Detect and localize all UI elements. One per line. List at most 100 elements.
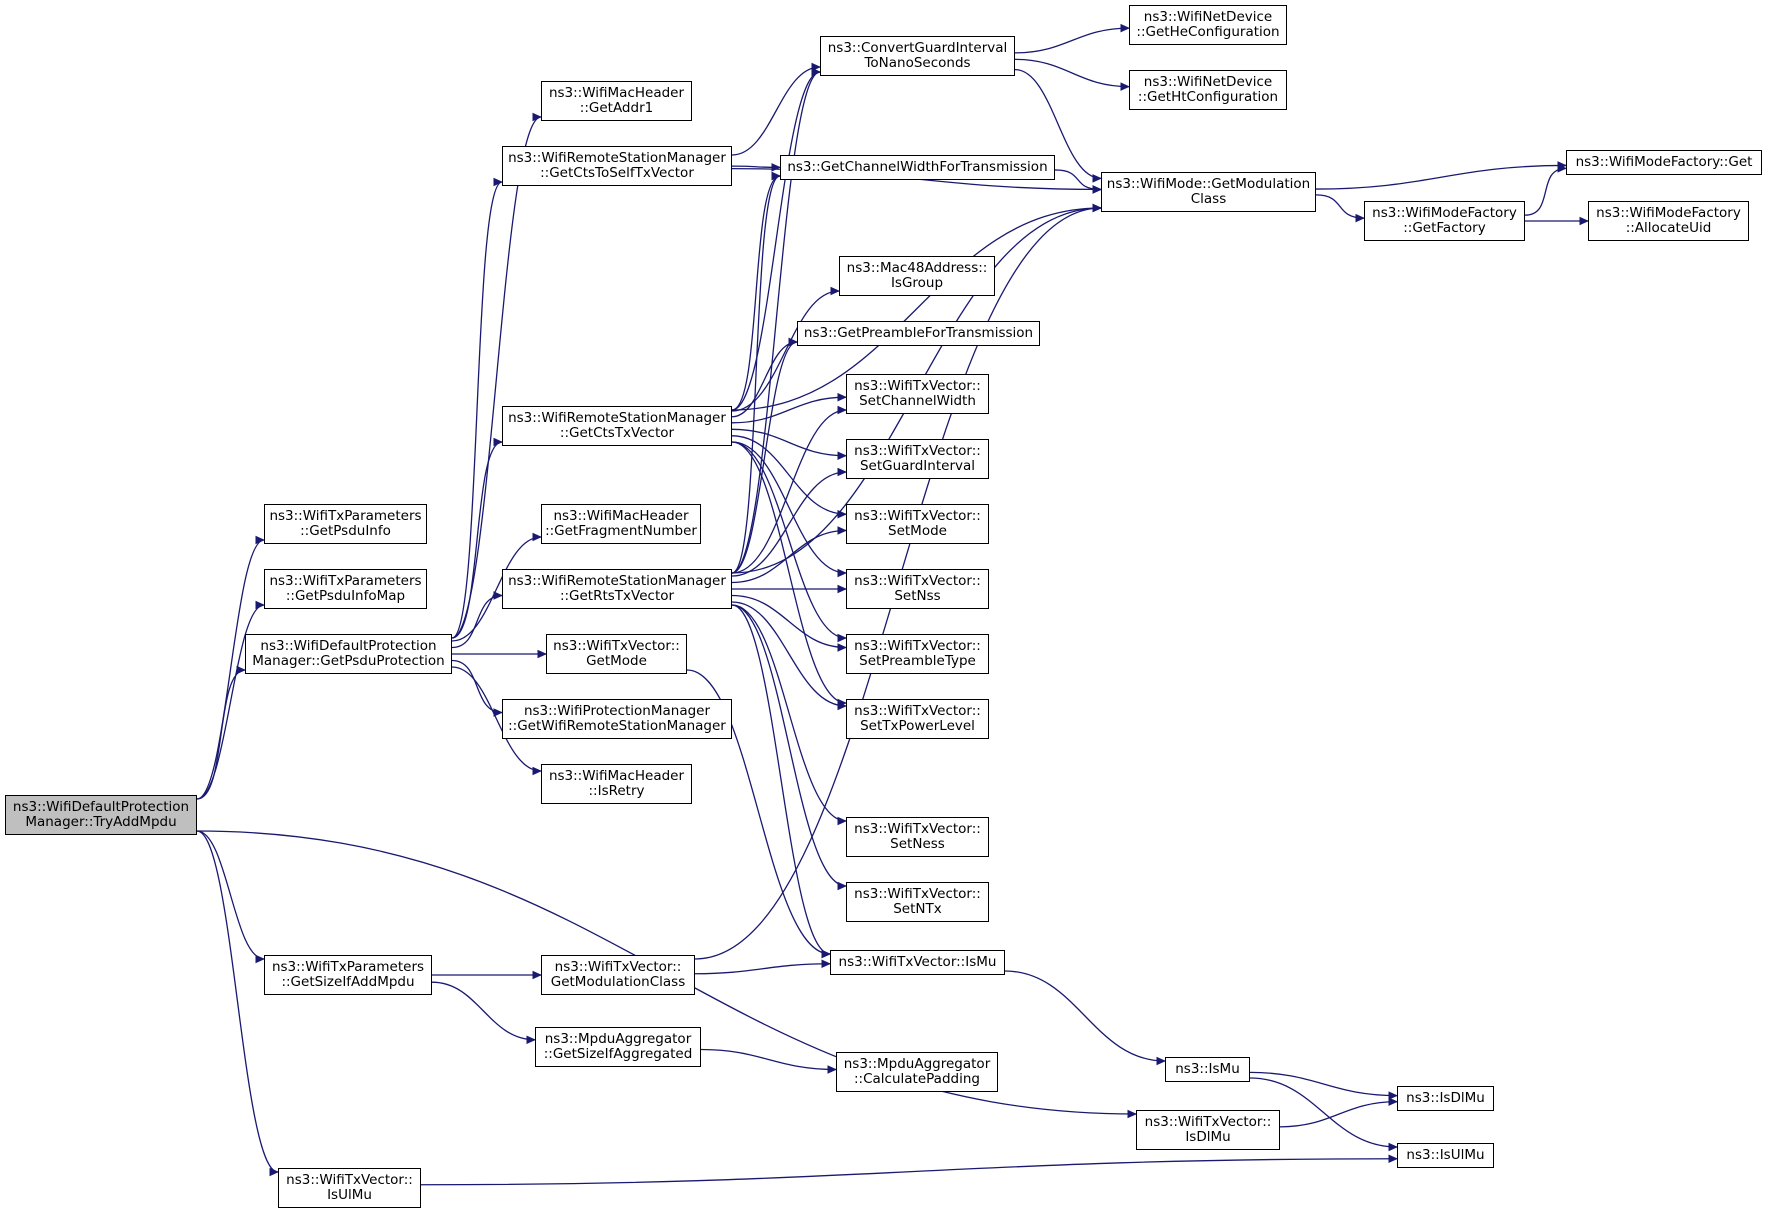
node-label-line: SetNess: [890, 836, 945, 852]
edge-getpsduprotection-to-isretry: [451, 666, 541, 771]
node-getsizeifaddmpdu[interactable]: ns3::WifiTxParameters::GetSizeIfAddMpdu: [264, 955, 432, 995]
node-isdlmu[interactable]: ns3::IsDlMu: [1397, 1086, 1494, 1111]
node-ismu[interactable]: ns3::IsMu: [1165, 1057, 1250, 1082]
edge-getchwidth-to-getmodclass_mode: [1054, 169, 1101, 190]
node-txv_ismu[interactable]: ns3::WifiTxVector::IsMu: [830, 950, 1005, 975]
node-setgi[interactable]: ns3::WifiTxVector::SetGuardInterval: [846, 439, 989, 479]
node-txv_isulmu[interactable]: ns3::WifiTxVector::IsUlMu: [278, 1168, 421, 1208]
edge-getctstx-to-setchwidth: [731, 397, 846, 424]
node-setchwidth[interactable]: ns3::WifiTxVector::SetChannelWidth: [846, 374, 989, 414]
node-label-line: SetMode: [888, 523, 947, 539]
node-label-line: ns3::WifiTxVector::: [1144, 1114, 1272, 1130]
node-setness[interactable]: ns3::WifiTxVector::SetNess: [846, 817, 989, 857]
edge-getctstx-to-isgroup: [731, 291, 839, 412]
node-label-line: ::GetFactory: [1403, 220, 1486, 236]
edge-getrtstx-to-getchwidth: [731, 176, 780, 574]
node-getpreamble[interactable]: ns3::GetPreambleForTransmission: [797, 321, 1040, 346]
edge-getpsduprotection-to-getctstx: [451, 442, 502, 639]
node-isgroup[interactable]: ns3::Mac48Address::IsGroup: [839, 256, 995, 296]
node-calcpadding[interactable]: ns3::MpduAggregator::CalculatePadding: [836, 1052, 998, 1092]
edge-txv_ismu-to-ismu: [1004, 970, 1165, 1061]
node-label-line: ns3::WifiTxVector::: [854, 573, 981, 589]
node-label-line: ::GetHeConfiguration: [1136, 24, 1280, 40]
node-isulmu[interactable]: ns3::IsUlMu: [1397, 1143, 1494, 1168]
node-isretry[interactable]: ns3::WifiMacHeader::IsRetry: [541, 764, 692, 804]
node-label-line: ns3::WifiDefaultProtection: [260, 638, 437, 654]
node-label-line: ns3::WifiRemoteStationManager: [508, 150, 726, 166]
node-getfactory[interactable]: ns3::WifiModeFactory::GetFactory: [1364, 201, 1525, 241]
node-getctstoself[interactable]: ns3::WifiRemoteStationManager::GetCtsToS…: [502, 146, 732, 186]
edge-getctstx-to-setnss: [731, 441, 846, 573]
edge-convertgi-to-gethtconf: [1014, 58, 1129, 86]
node-settxpower[interactable]: ns3::WifiTxVector::SetTxPowerLevel: [846, 699, 989, 739]
node-label-line: SetTxPowerLevel: [860, 718, 975, 734]
node-label-line: ns3::WifiTxVector::: [553, 638, 680, 654]
node-label-line: SetNTx: [893, 901, 942, 917]
node-label-line: ns3::WifiMacHeader: [553, 508, 689, 524]
node-label-line: ns3::WifiRemoteStationManager: [508, 573, 726, 589]
edge-getctstx-to-settxpower: [731, 441, 846, 703]
edge-txv_isdlmu-to-isdlmu: [1279, 1102, 1397, 1128]
node-label-line: SetGuardInterval: [859, 458, 976, 474]
edge-root-to-getpsduprotection: [196, 670, 245, 800]
node-getheconf[interactable]: ns3::WifiNetDevice::GetHeConfiguration: [1129, 5, 1287, 45]
node-setpreamble[interactable]: ns3::WifiTxVector::SetPreambleType: [846, 634, 989, 674]
node-getchwidth[interactable]: ns3::GetChannelWidthForTransmission: [780, 155, 1055, 180]
node-getaddr1[interactable]: ns3::WifiMacHeader::GetAddr1: [541, 81, 692, 121]
node-allocateuid[interactable]: ns3::WifiModeFactory::AllocateUid: [1588, 201, 1749, 241]
edge-getrtstx-to-setntx: [731, 604, 846, 886]
node-setnss[interactable]: ns3::WifiTxVector::SetNss: [846, 569, 989, 609]
edge-root-to-txv_isulmu: [196, 830, 278, 1172]
edge-getctstoself-to-getchwidth: [731, 166, 780, 167]
node-label-line: ns3::WifiTxVector::IsMu: [838, 954, 997, 970]
edge-getctstx-to-convertgi: [731, 72, 820, 411]
edge-getctstoself-to-convertgi: [731, 67, 820, 156]
node-label-line: SetChannelWidth: [859, 393, 976, 409]
node-getrtstx[interactable]: ns3::WifiRemoteStationManager::GetRtsTxV…: [502, 569, 732, 609]
node-getwrsm[interactable]: ns3::WifiProtectionManager::GetWifiRemot…: [502, 699, 732, 739]
node-label-line: ns3::WifiTxVector::: [854, 378, 981, 394]
node-label-line: ns3::MpduAggregator: [544, 1031, 692, 1047]
node-label-line: ::GetAddr1: [579, 100, 654, 116]
node-label-line: ns3::GetPreambleForTransmission: [803, 325, 1034, 341]
edge-convertgi-to-getheconf: [1014, 28, 1129, 54]
node-getmodclass_txv[interactable]: ns3::WifiTxVector::GetModulationClass: [541, 955, 695, 995]
node-getfragnum[interactable]: ns3::WifiMacHeader::GetFragmentNumber: [541, 504, 701, 544]
node-label-line: ns3::ConvertGuardInterval: [827, 40, 1008, 56]
node-getpsduinfomap[interactable]: ns3::WifiTxParameters::GetPsduInfoMap: [264, 569, 427, 609]
node-getmode[interactable]: ns3::WifiTxVector::GetMode: [546, 634, 687, 674]
node-txv_isdlmu[interactable]: ns3::WifiTxVector::IsDlMu: [1136, 1110, 1280, 1150]
node-label-line: ::GetSizeIfAddMpdu: [281, 974, 415, 990]
node-getctstx[interactable]: ns3::WifiRemoteStationManager::GetCtsTxV…: [502, 406, 732, 446]
node-gethtconf[interactable]: ns3::WifiNetDevice::GetHtConfiguration: [1129, 70, 1287, 110]
node-label-line: Manager::GetPsduProtection: [252, 653, 445, 669]
edge-getrtstx-to-setness: [731, 604, 846, 821]
node-label-line: ns3::WifiTxVector::: [854, 886, 981, 902]
node-label-line: ::GetPsduInfoMap: [285, 588, 406, 604]
node-label-line: ::GetHtConfiguration: [1137, 89, 1279, 105]
node-label-line: ns3::WifiMacHeader: [548, 768, 685, 784]
edge-getfactory-to-factoryget: [1524, 168, 1566, 216]
node-label-line: ::IsRetry: [588, 783, 645, 799]
edge-getrtstx-to-convertgi: [731, 72, 820, 574]
node-label-line: ns3::WifiTxVector::: [854, 821, 981, 837]
node-label-line: ::GetWifiRemoteStationManager: [508, 718, 726, 734]
node-label-line: ns3::WifiTxVector::: [854, 443, 981, 459]
node-getpsduinfo[interactable]: ns3::WifiTxParameters::GetPsduInfo: [264, 504, 427, 544]
node-label-line: ::GetCtsTxVector: [559, 425, 675, 441]
node-setntx[interactable]: ns3::WifiTxVector::SetNTx: [846, 882, 989, 922]
node-label-line: ::CalculatePadding: [854, 1071, 980, 1087]
edge-getpsduprotection-to-getwrsm: [451, 659, 502, 713]
edge-getpsduprotection-to-getrtstx: [451, 596, 502, 649]
node-setmode[interactable]: ns3::WifiTxVector::SetMode: [846, 504, 989, 544]
node-label-line: IsDlMu: [1185, 1129, 1231, 1145]
node-factoryget[interactable]: ns3::WifiModeFactory::Get: [1566, 150, 1762, 175]
edge-getmodclass_mode-to-getfactory: [1315, 194, 1364, 218]
edge-getmode-to-txv_ismu: [686, 669, 830, 954]
node-getsizeifagg[interactable]: ns3::MpduAggregator::GetSizeIfAggregated: [535, 1027, 701, 1067]
